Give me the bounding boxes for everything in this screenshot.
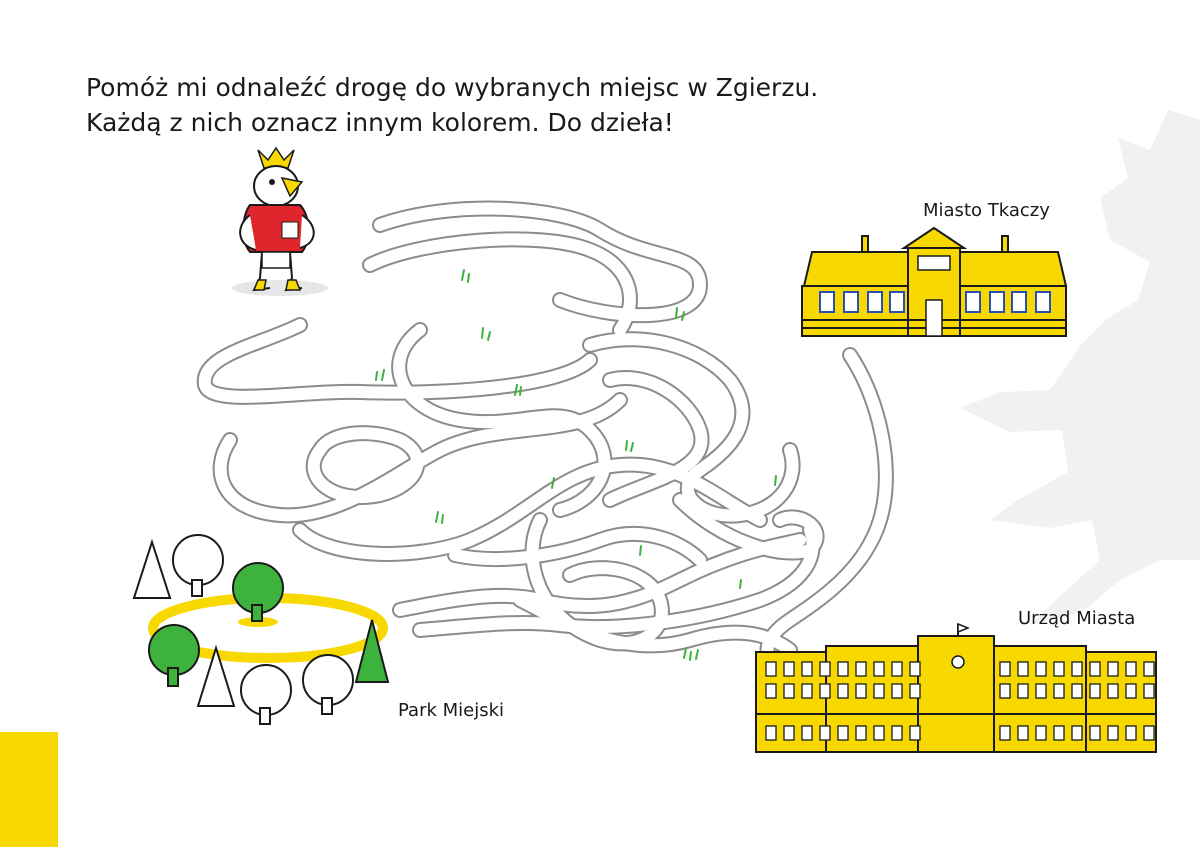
building-window [1107, 661, 1119, 677]
building-window [999, 661, 1011, 677]
building-window [1089, 661, 1101, 677]
building-window [999, 725, 1011, 741]
miasto-tkaczy-label: Miasto Tkaczy [923, 200, 1050, 221]
building-window [1125, 683, 1137, 699]
building-window [819, 725, 831, 741]
building-window [1107, 683, 1119, 699]
building-window [837, 661, 849, 677]
building-window [909, 725, 921, 741]
building-window [1035, 725, 1047, 741]
building-window [1125, 725, 1137, 741]
building-window [909, 661, 921, 677]
building-window [801, 661, 813, 677]
yellow-corner-block [0, 732, 58, 847]
building-window [891, 661, 903, 677]
building-window [873, 725, 885, 741]
building-window [1017, 683, 1029, 699]
instructions-line-1: Pomóż mi odnaleźć drogę do wybranych mie… [86, 73, 819, 102]
building-window [1125, 661, 1137, 677]
building-window [1089, 683, 1101, 699]
building-window [909, 683, 921, 699]
building-window [1017, 725, 1029, 741]
building-window [801, 683, 813, 699]
urzad-miasta-label: Urząd Miasta [1018, 608, 1136, 629]
building-window [855, 683, 867, 699]
building-window [765, 683, 777, 699]
instructions-text: Pomóż mi odnaleźć drogę do wybranych mie… [86, 70, 818, 140]
instructions-line-2: Każdą z nich oznacz innym kolorem. Do dz… [86, 108, 674, 137]
building-window [999, 683, 1011, 699]
building-window [855, 661, 867, 677]
building-window [1107, 725, 1119, 741]
building-window [765, 725, 777, 741]
building-window [783, 683, 795, 699]
building-window [1017, 661, 1029, 677]
building-window [873, 683, 885, 699]
park-miejski-label: Park Miejski [398, 700, 505, 721]
building-window [873, 661, 885, 677]
building-window [1053, 661, 1065, 677]
building-window [837, 725, 849, 741]
building-window [1035, 661, 1047, 677]
building-window [801, 725, 813, 741]
building-window [1143, 725, 1155, 741]
building-window [891, 725, 903, 741]
building-window [1053, 725, 1065, 741]
building-window [765, 661, 777, 677]
grass-tufts [375, 269, 777, 661]
building-window [891, 683, 903, 699]
building-window [1071, 661, 1083, 677]
building-window [1071, 725, 1083, 741]
building-window [783, 725, 795, 741]
building-window [1143, 661, 1155, 677]
building-window [1035, 683, 1047, 699]
building-window [1071, 683, 1083, 699]
building-window [783, 661, 795, 677]
building-window [1089, 725, 1101, 741]
building-window [819, 683, 831, 699]
building-window [819, 661, 831, 677]
building-window [837, 683, 849, 699]
building-window [1053, 683, 1065, 699]
building-window [1143, 683, 1155, 699]
building-window [855, 725, 867, 741]
